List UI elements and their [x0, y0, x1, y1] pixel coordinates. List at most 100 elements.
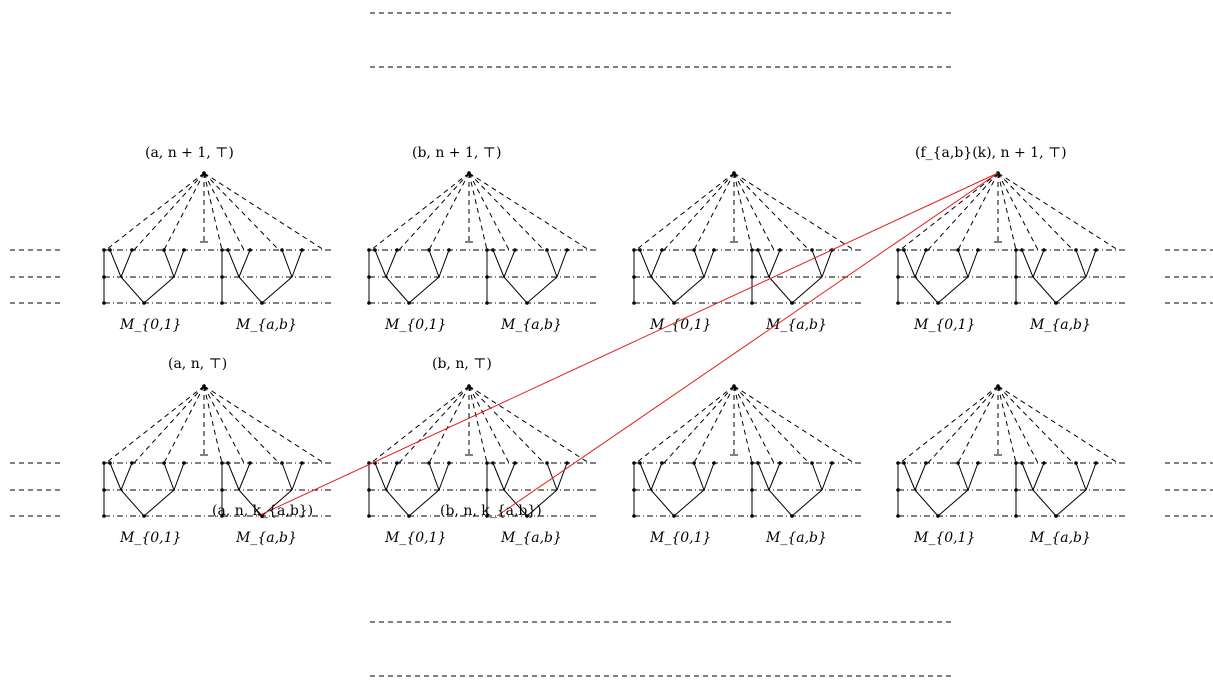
node-dot [102, 461, 106, 465]
v-edge [811, 249, 823, 278]
fan-edge [468, 172, 545, 251]
node-dot [142, 514, 146, 518]
fan-edge [733, 172, 753, 251]
fan-edge [733, 172, 775, 251]
gadget: M_{0,1}M_{a,b} [102, 171, 334, 333]
v-edge [650, 249, 663, 278]
v-edge [811, 462, 823, 491]
v-edge [143, 489, 175, 517]
node-dot [102, 248, 106, 252]
bottom-label-b: (b, n, k_{a,b}) [440, 503, 542, 519]
node-dot [108, 461, 112, 465]
fan-edge [663, 172, 735, 251]
v-edge [1075, 249, 1087, 278]
v-edge [120, 276, 145, 304]
v-edge [1055, 276, 1087, 304]
node-dot [491, 461, 495, 465]
v-edge [703, 462, 715, 491]
node-dot [300, 248, 304, 252]
fan-edge [997, 172, 1039, 251]
block-label-m01: M_{0,1} [913, 530, 975, 546]
block-label-mab: M_{a,b} [765, 530, 827, 546]
v-edge [639, 249, 652, 278]
node-dot [280, 248, 284, 252]
node-dot [565, 461, 569, 465]
block-label-m01: M_{0,1} [119, 530, 181, 546]
node-dot [102, 514, 106, 518]
v-edge [163, 249, 175, 278]
block-label-m01: M_{0,1} [119, 317, 181, 333]
node-dot [756, 461, 760, 465]
v-edge [109, 462, 122, 491]
node-dot [491, 248, 495, 252]
node-dot [513, 461, 517, 465]
v-edge [173, 462, 185, 491]
node-dot [660, 248, 664, 252]
fan-edge [468, 385, 488, 464]
gadget: M_{0,1}M_{a,b} [367, 171, 599, 333]
block-label-m01: M_{0,1} [913, 317, 975, 333]
v-edge [227, 249, 240, 278]
node-dot [692, 461, 696, 465]
node-dot [750, 514, 754, 518]
node-dot [485, 248, 489, 252]
v-edge [1032, 462, 1045, 491]
fan-edge [398, 385, 470, 464]
v-edge [281, 249, 293, 278]
node-dot [896, 514, 900, 518]
v-edge [503, 462, 516, 491]
v-edge [1085, 249, 1097, 278]
red-edge-a [257, 172, 999, 517]
v-edge [957, 249, 969, 278]
v-edge [109, 249, 122, 278]
fan-edge [663, 385, 735, 464]
node-dot [936, 514, 940, 518]
gadget-grid: M_{0,1}M_{a,b}M_{0,1}M_{a,b}M_{0,1}M_{a,… [102, 171, 1128, 546]
node-dot [712, 461, 716, 465]
node-dot [790, 514, 794, 518]
v-edge [1085, 462, 1097, 491]
node-dot [467, 384, 471, 388]
v-edge [768, 489, 793, 517]
v-edge [967, 249, 979, 278]
v-edge [821, 249, 833, 278]
node-dot [1020, 248, 1024, 252]
node-dot [778, 461, 782, 465]
fan-edge [133, 385, 205, 464]
node-dot [395, 461, 399, 465]
node-dot [162, 248, 166, 252]
fan-edge [927, 172, 999, 251]
node-dot [896, 275, 900, 279]
v-edge [650, 462, 663, 491]
bottom-label-a: (a, n, k_{a,b}) [212, 503, 313, 519]
v-edge [428, 462, 440, 491]
v-edge [821, 462, 833, 491]
v-edge [1032, 276, 1057, 304]
gadget: M_{0,1}M_{a,b} [367, 384, 599, 546]
node-dot [924, 461, 928, 465]
v-edge [768, 276, 793, 304]
fan-edge [693, 172, 735, 251]
node-dot [447, 248, 451, 252]
node-dot [1014, 301, 1018, 305]
fan-edge [957, 172, 999, 251]
v-edge [408, 489, 440, 517]
node-dot [525, 514, 529, 518]
v-edge [556, 249, 568, 278]
fan-edge [468, 172, 590, 251]
node-dot [485, 461, 489, 465]
red-edge-b [496, 172, 999, 517]
v-edge [650, 276, 675, 304]
node-dot [1014, 461, 1018, 465]
node-dot [545, 461, 549, 465]
node-dot [660, 461, 664, 465]
node-dot [956, 461, 960, 465]
v-edge [503, 276, 528, 304]
v-edge [120, 489, 145, 517]
node-dot [220, 488, 224, 492]
v-edge [937, 489, 969, 517]
node-dot [1054, 514, 1058, 518]
node-dot [220, 301, 224, 305]
v-edge [163, 462, 175, 491]
node-dot [896, 301, 900, 305]
